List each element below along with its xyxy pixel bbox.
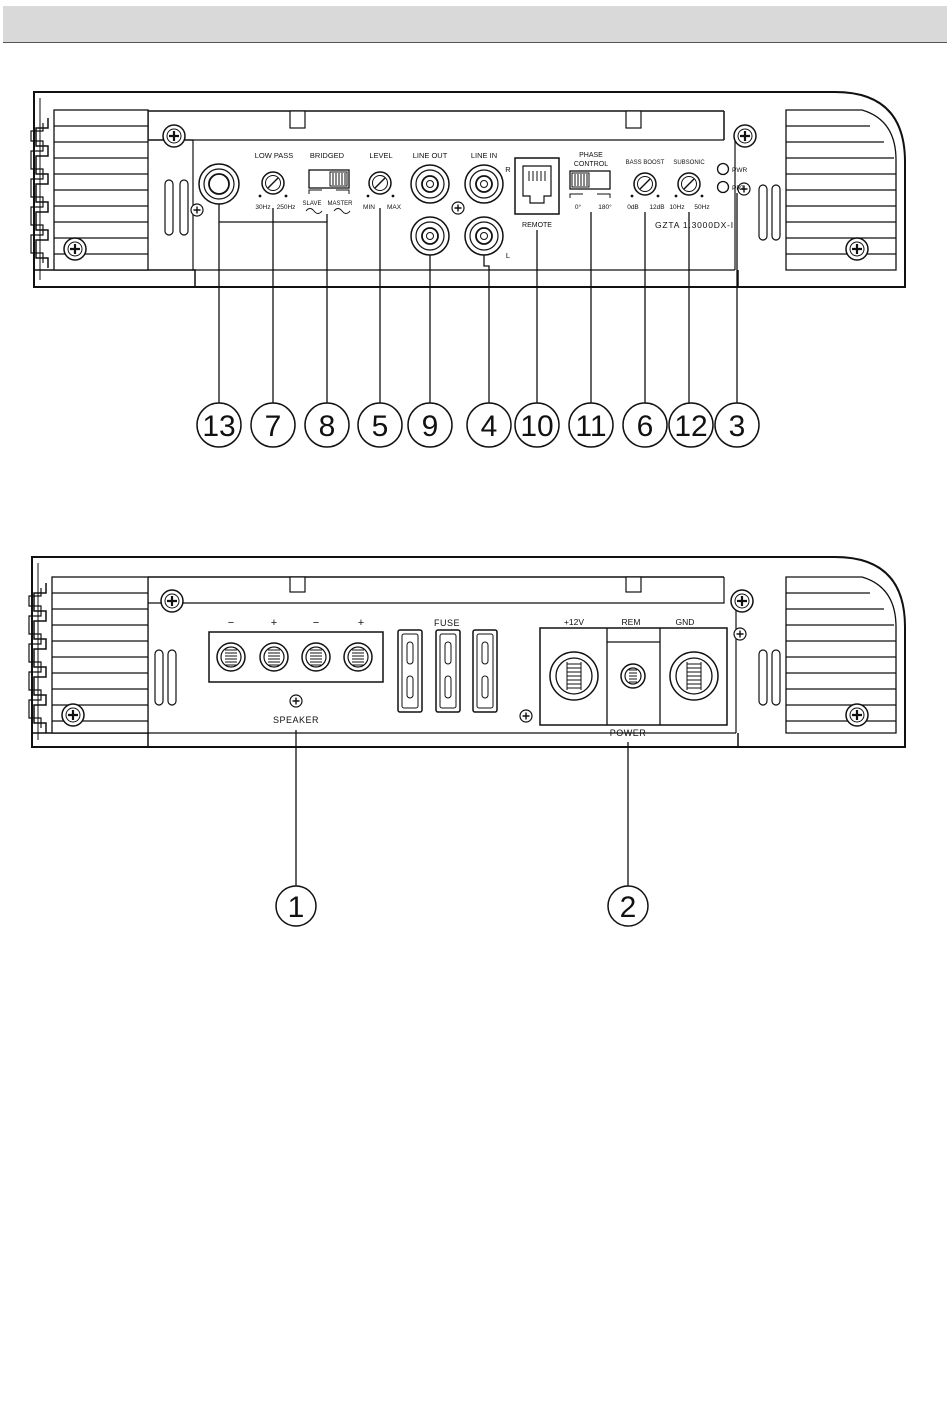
- rem-terminal[interactable]: [621, 664, 645, 688]
- right-channel-label: R: [505, 165, 511, 174]
- remote-label: REMOTE: [522, 222, 552, 229]
- fuse-3[interactable]: [473, 630, 497, 712]
- power-label: POWER: [610, 728, 647, 738]
- rem-label: REM: [622, 617, 641, 627]
- callout-9: 9: [422, 410, 439, 443]
- plus12v-label: +12V: [564, 617, 584, 627]
- speaker-sign-2: +: [271, 617, 277, 629]
- line-out-left-jack[interactable]: [411, 217, 449, 255]
- line-in-right-jack[interactable]: [465, 165, 503, 203]
- bridged-slave: SLAVE: [303, 201, 322, 207]
- rear-panel: − + − + SPEAKER FUSE: [29, 557, 905, 926]
- speaker-label: SPEAKER: [273, 715, 319, 725]
- speaker-terminal-3[interactable]: [302, 643, 330, 671]
- callout-5: 5: [372, 410, 389, 443]
- level-min: MIN: [363, 204, 375, 211]
- bridged-master: MASTER: [327, 201, 353, 207]
- low-pass-knob[interactable]: [262, 172, 284, 194]
- line-out-label: LINE OUT: [413, 151, 448, 160]
- speaker-terminal-1[interactable]: [217, 643, 245, 671]
- remote-port[interactable]: [515, 158, 559, 214]
- prt-label: PRT: [732, 185, 745, 192]
- bass-boost-label: BASS BOOST: [626, 160, 665, 166]
- power-led: [718, 164, 729, 175]
- plus12v-terminal[interactable]: [550, 652, 598, 700]
- bass-boost-min: 0dB: [627, 204, 639, 211]
- subsonic-knob[interactable]: [678, 173, 700, 195]
- model-name: GZTA 1.3000DX-II: [655, 220, 737, 230]
- level-knob[interactable]: [369, 172, 391, 194]
- fuse-2[interactable]: [436, 630, 460, 712]
- callout-4: 4: [481, 410, 498, 443]
- callout-1: 1: [288, 891, 305, 924]
- left-channel-label: L: [506, 251, 510, 260]
- level-label: LEVEL: [369, 151, 392, 160]
- callout-10: 10: [520, 410, 553, 443]
- line-out-right-jack[interactable]: [411, 165, 449, 203]
- line-in-label: LINE IN: [471, 151, 497, 160]
- callout-6: 6: [637, 410, 654, 443]
- low-pass-max: 250Hz: [277, 204, 296, 211]
- speaker-sign-3: −: [313, 617, 319, 629]
- bass-boost-max: 12dB: [649, 204, 664, 211]
- phase-min: 0°: [575, 203, 582, 211]
- phase-label: PHASE: [579, 152, 603, 159]
- gnd-label: GND: [676, 617, 695, 627]
- level-max: MAX: [387, 204, 402, 211]
- speaker-sign-4: +: [358, 617, 364, 629]
- callout-12: 12: [674, 410, 707, 443]
- rear-callouts: 1 2: [276, 886, 648, 926]
- callout-3: 3: [729, 410, 746, 443]
- bridged-label: BRIDGED: [310, 151, 345, 160]
- callout-8: 8: [319, 410, 336, 443]
- subsonic-label: SUBSONIC: [673, 160, 705, 166]
- speaker-terminal-4[interactable]: [344, 643, 372, 671]
- protect-led: [718, 182, 729, 193]
- line-in-left-jack[interactable]: [465, 217, 503, 255]
- low-pass-min: 30Hz: [255, 204, 270, 211]
- subsonic-min: 10Hz: [669, 204, 684, 211]
- gnd-terminal[interactable]: [670, 652, 718, 700]
- subsonic-max: 50Hz: [694, 204, 709, 211]
- remote-level-jack: [199, 164, 239, 204]
- speaker-terminal-block: [209, 632, 383, 682]
- bass-boost-knob[interactable]: [634, 173, 656, 195]
- front-panel: LOW PASS 30Hz 250Hz BRIDGED SLAVE MASTER…: [31, 92, 905, 447]
- speaker-sign-1: −: [228, 617, 234, 629]
- fuse-1[interactable]: [398, 630, 422, 712]
- callout-7: 7: [265, 410, 282, 443]
- pwr-label: PWR: [732, 167, 747, 174]
- power-terminal-block: [540, 628, 727, 725]
- low-pass-label: LOW PASS: [255, 151, 294, 160]
- fuse-label: FUSE: [434, 618, 460, 628]
- callout-2: 2: [620, 891, 637, 924]
- callout-11: 11: [575, 410, 606, 443]
- front-callouts: 13 7 8 5 9 4 10 11 6 12 3: [197, 403, 759, 447]
- phase-max: 180°: [598, 203, 612, 211]
- speaker-terminal-2[interactable]: [260, 643, 288, 671]
- control-label: CONTROL: [574, 161, 608, 168]
- callout-13: 13: [202, 410, 235, 443]
